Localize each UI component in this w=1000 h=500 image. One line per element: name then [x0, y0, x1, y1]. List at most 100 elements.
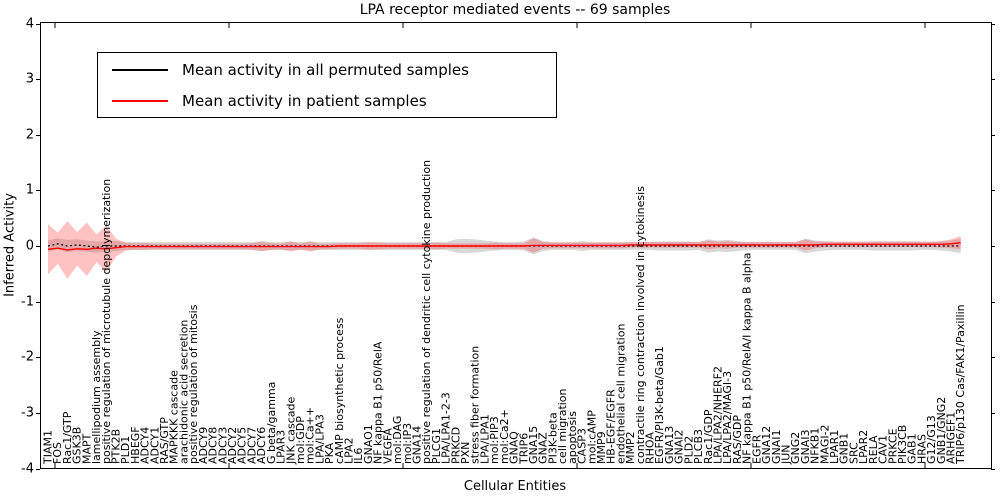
entity-label: HB-EGF/EGFR	[605, 389, 618, 464]
entity-label: MMP2	[624, 431, 637, 464]
y-tick-mark	[991, 79, 995, 81]
entity-label: mol:cAMP	[585, 410, 598, 464]
patient-line-swatch	[112, 100, 168, 102]
entity-label: mol:GDP	[294, 416, 307, 464]
entity-label: LPA/LPA1-2-3	[440, 392, 453, 464]
y-tick-mark	[36, 134, 40, 136]
entity-label: PKA	[323, 442, 336, 464]
y-tick-mark	[991, 301, 995, 303]
entity-label: LPA/LPA2/MAGI-3	[721, 371, 734, 464]
entity-label: mol:DAG	[391, 416, 404, 464]
y-tick-mark	[36, 23, 40, 25]
entity-label: Rac1/GTP	[61, 411, 74, 464]
entity-label: LPA/LPA1	[478, 414, 491, 464]
entity-label: ARHGEF1	[945, 412, 958, 464]
entity-label: ADCY2	[226, 427, 239, 464]
entity-label: GNA13	[663, 426, 676, 464]
entity-label: GSK3B	[71, 427, 84, 464]
entity-label: GNA12	[760, 426, 773, 464]
entity-label: GNA14	[410, 426, 423, 464]
y-tick-mark	[991, 23, 995, 25]
entity-label: ADCY5	[236, 427, 249, 464]
entity-label: PLD1	[119, 436, 132, 464]
entity-label: CAV1	[877, 435, 890, 464]
entity-label: GNB1/GNG2	[935, 397, 948, 464]
entity-label: NFKB1	[809, 428, 822, 464]
entity-label: mol:Ca++	[304, 407, 317, 464]
entity-label: GNAO1	[362, 424, 375, 464]
entity-label: cAMP biosynthetic process	[333, 317, 346, 464]
entity-label: ADCY1	[148, 427, 161, 464]
entity-label: PLCB3	[692, 429, 705, 464]
y-tick-mark	[36, 301, 40, 303]
entity-label: mol:PIP3	[488, 416, 501, 464]
entity-label: NF kappa B1 p50/RelA	[372, 341, 385, 464]
entity-label: mol:Ca2+	[498, 409, 511, 464]
y-tick-mark	[991, 357, 995, 359]
y-tick-mark	[36, 357, 40, 359]
entity-label: PLCG1	[430, 428, 443, 464]
entity-label: PTK2B	[109, 429, 122, 464]
entity-label: HBEGF	[129, 426, 142, 464]
y-tick-mark	[991, 134, 995, 136]
entity-label: G12/G13	[925, 415, 938, 464]
entity-label: Rac1/GDP	[702, 409, 715, 464]
entity-label: LPA2	[343, 437, 356, 464]
permuted-mean-line	[47, 243, 961, 248]
entity-label: GNAZ	[537, 432, 550, 464]
entity-label: MAPT	[80, 433, 93, 464]
entity-label: EGFR	[750, 434, 763, 464]
entity-label: arachidonic acid secretion	[177, 320, 190, 464]
entity-label: SRC	[847, 442, 860, 464]
entity-label: LPAR1	[828, 430, 841, 464]
entity-label: IL6	[352, 448, 365, 464]
entity-label: TRIP6	[517, 433, 530, 465]
entity-label: ADCY6	[255, 427, 268, 464]
y-tick-label: 3	[25, 71, 34, 87]
entity-label: HRAS	[915, 434, 928, 464]
entity-label: RELA	[867, 435, 880, 464]
y-tick-label: 2	[25, 127, 34, 143]
entity-label: GNAI1	[770, 429, 783, 464]
entity-label: TRIP6/p130 Cas/FAK1/Paxillin	[954, 304, 967, 465]
y-tick-mark	[36, 468, 40, 470]
entity-label: cell migration	[556, 388, 569, 464]
legend-label-permuted: Mean activity in all permuted samples	[182, 61, 469, 79]
entity-label: LPAR3	[275, 430, 288, 464]
axis-tick-marks	[54, 23, 926, 468]
patient-mean-line	[47, 241, 961, 251]
entity-label: JUN	[779, 444, 792, 465]
legend-row-patient: Mean activity in patient samples	[98, 87, 556, 115]
entity-label: ADCY4	[139, 427, 152, 464]
y-tick-mark	[36, 412, 40, 414]
y-tick-mark	[991, 468, 995, 470]
permuted-line-swatch	[112, 69, 168, 71]
entity-label: MAPKKK cascade	[168, 370, 181, 464]
entity-label: GNAQ	[508, 431, 521, 464]
entity-label: RAS/GDP	[731, 415, 744, 464]
entity-label: GNAI3	[799, 429, 812, 464]
y-tick-mark	[991, 246, 995, 247]
entity-label: positive regulation of mitosis	[187, 304, 200, 464]
entity-label: EGFR/PI3K-beta/Gab1	[653, 346, 666, 464]
entity-label: NF kappa B1 p50/RelA/I kappa B alpha	[741, 253, 754, 465]
y-tick-label: 1	[25, 182, 34, 198]
y-tick-label: -4	[21, 461, 34, 476]
entity-label: MMP9	[595, 431, 608, 464]
y-tick-label: 4	[25, 16, 34, 31]
entity-label: positive regulation of microtubule depol…	[100, 179, 113, 464]
entity-label: RHOA	[644, 432, 657, 464]
entity-label: ADCY7	[245, 427, 258, 464]
entity-label: PIK3CB	[896, 425, 909, 464]
entity-label: endothelial cell migration	[614, 324, 627, 464]
entity-label: MAGI-2	[818, 424, 831, 464]
x-axis-label: Cellular Entities	[463, 479, 567, 494]
y-tick-mark	[36, 79, 40, 81]
entity-label: PRKCD	[449, 427, 462, 464]
entity-label: LPAR2	[857, 430, 870, 464]
entity-label: positive regulation of dendritic cell cy…	[420, 160, 433, 464]
entity-label: LPA/LPA3	[313, 414, 326, 464]
y-tick-label: 0	[25, 238, 34, 254]
